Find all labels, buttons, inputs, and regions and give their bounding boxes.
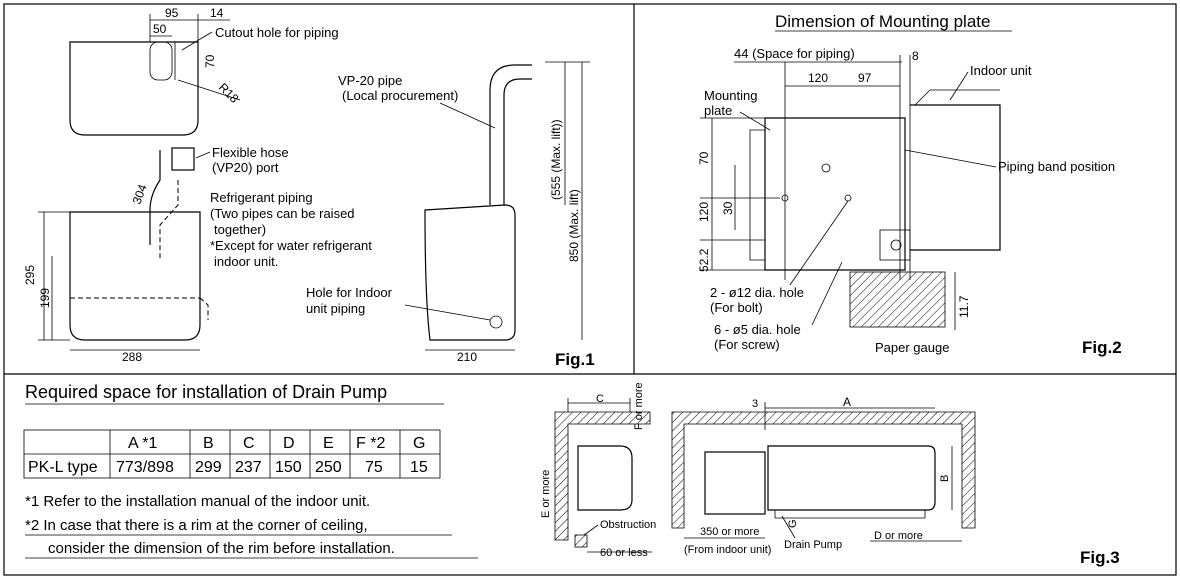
fig2-mount-l1: Mounting bbox=[704, 88, 757, 103]
fig1-dim-r18: R18 bbox=[216, 80, 242, 106]
table-header-e: E bbox=[323, 435, 334, 452]
fig3-three: 3 bbox=[752, 398, 758, 410]
fig3-from-indoor: (From indoor unit) bbox=[684, 544, 771, 556]
fig2-piping-band: Piping band position bbox=[998, 159, 1115, 174]
fig1-dim-304: 304 bbox=[130, 182, 150, 206]
drain-heading: Required space for installation of Drain… bbox=[25, 382, 387, 402]
fig3-e: E or more bbox=[540, 470, 552, 518]
fig1-refrig-l1: Refrigerant piping bbox=[210, 190, 313, 205]
table-cell-b: 299 bbox=[195, 459, 222, 476]
fig1-dim-850: 850 (Max. lift) bbox=[567, 189, 581, 262]
table-cell-d: 150 bbox=[275, 459, 302, 476]
fig2-dim-30: 30 bbox=[721, 201, 735, 215]
fig3-three50: 350 or more bbox=[700, 526, 759, 538]
fig1-refrig-l3: together) bbox=[214, 222, 266, 237]
table-header-d: D bbox=[283, 435, 295, 452]
fig3-d: D or more bbox=[874, 530, 923, 542]
table-header-f: F *2 bbox=[356, 435, 385, 452]
fig1-dim-295: 295 bbox=[23, 265, 37, 285]
fig1-dim-95: 95 bbox=[165, 6, 179, 20]
fig3-label: Fig.3 bbox=[1080, 548, 1120, 567]
fig2-mount-l2: plate bbox=[704, 103, 732, 118]
fig1-hole-l1: Hole for Indoor bbox=[306, 285, 393, 300]
table-header-c: C bbox=[243, 435, 255, 452]
fig1-hole-l2: unit piping bbox=[306, 301, 365, 316]
fig3-drain-pump: Drain Pump bbox=[784, 539, 842, 551]
fig1-dim-14: 14 bbox=[210, 6, 224, 20]
fig3-f: F or more bbox=[633, 382, 645, 430]
fig2-dim-120v: 120 bbox=[697, 202, 711, 222]
table-header-b: B bbox=[203, 435, 214, 452]
fig2-panel: Dimension of Mounting plate 44 (Space fo… bbox=[697, 12, 1122, 357]
drain-panel: Required space for installation of Drain… bbox=[23, 382, 478, 559]
fig2-paper-gauge: Paper gauge bbox=[875, 340, 949, 355]
fig2-label: Fig.2 bbox=[1082, 338, 1122, 357]
fig2-dim-11: 11.7 bbox=[957, 295, 971, 318]
fig1-cutout-label: Cutout hole for piping bbox=[215, 25, 339, 40]
fig1-flex-hose-l2: (VP20) port bbox=[212, 160, 279, 175]
table-header-a: A *1 bbox=[128, 435, 157, 452]
fig2-dim-97: 97 bbox=[858, 71, 872, 85]
fig1-dim-70: 70 bbox=[203, 54, 217, 68]
fig2-indoor-unit: Indoor unit bbox=[970, 63, 1032, 78]
fig2-screw-l1: 6 - ø5 dia. hole bbox=[714, 322, 801, 337]
fig1-vp-l1: VP-20 pipe bbox=[338, 73, 402, 88]
fig1-label: Fig.1 bbox=[555, 350, 595, 369]
table-header-g: G bbox=[413, 435, 425, 452]
table-row-type: PK-L type bbox=[28, 459, 98, 476]
fig1-refrig-l2: (Two pipes can be raised bbox=[210, 206, 355, 221]
table-cell-c: 237 bbox=[235, 459, 262, 476]
paper-gauge-shape bbox=[849, 271, 946, 328]
fig2-bolt-l2: (For bolt) bbox=[710, 300, 763, 315]
drain-table: A *1 B C D E F *2 G PK-L type 773/898 29… bbox=[23, 429, 441, 479]
fig3-c: C bbox=[596, 393, 604, 405]
fig2-title: Dimension of Mounting plate bbox=[775, 12, 990, 31]
fig2-screw-l2: (For screw) bbox=[714, 337, 780, 352]
fig1-refrig-l4: *Except for water refrigerant bbox=[210, 238, 372, 253]
fig2-dim-70: 70 bbox=[697, 151, 711, 165]
fig3-sixty: 60 or less bbox=[600, 547, 648, 559]
outer-frame bbox=[3, 3, 1177, 576]
fig3-a: A bbox=[843, 395, 851, 409]
fig1-refrig-l5: indoor unit. bbox=[214, 254, 278, 269]
fig3-g: G bbox=[787, 519, 799, 528]
fig2-dim-8: 8 bbox=[912, 49, 919, 63]
fig3-obstruction: Obstruction bbox=[600, 519, 656, 531]
fig1-dim-210: 210 bbox=[457, 350, 477, 364]
table-cell-e: 250 bbox=[315, 459, 342, 476]
fig1-dim-50: 50 bbox=[153, 22, 167, 36]
fig2-dim-52: 52.2 bbox=[697, 248, 711, 272]
drain-note2a: *2 In case that there is a rim at the co… bbox=[25, 517, 368, 534]
table-cell-f: 75 bbox=[365, 459, 383, 476]
fig1-vp-l2: (Local procurement) bbox=[342, 88, 458, 103]
fig1-panel: 95 14 50 70 R18 Cutout hole for piping F… bbox=[23, 6, 595, 369]
table-cell-a: 773/898 bbox=[116, 459, 174, 476]
fig3-b: B bbox=[939, 475, 951, 482]
fig2-space-piping: 44 (Space for piping) bbox=[734, 46, 855, 61]
fig3-panel: C F or more E or more Obstruction 60 or … bbox=[540, 382, 1120, 567]
fig2-dim-120: 120 bbox=[808, 71, 828, 85]
drain-note1: *1 Refer to the installation manual of t… bbox=[25, 493, 370, 510]
fig1-dim-288: 288 bbox=[122, 350, 142, 364]
fig1-dim-555: (555 (Max. lift)) bbox=[549, 119, 563, 200]
drain-note2b: consider the dimension of the rim before… bbox=[48, 540, 395, 557]
fig1-dim-199: 199 bbox=[38, 288, 52, 308]
fig2-bolt-l1: 2 - ø12 dia. hole bbox=[710, 285, 804, 300]
table-cell-g: 15 bbox=[410, 459, 428, 476]
fig1-flex-hose-l1: Flexible hose bbox=[212, 145, 289, 160]
